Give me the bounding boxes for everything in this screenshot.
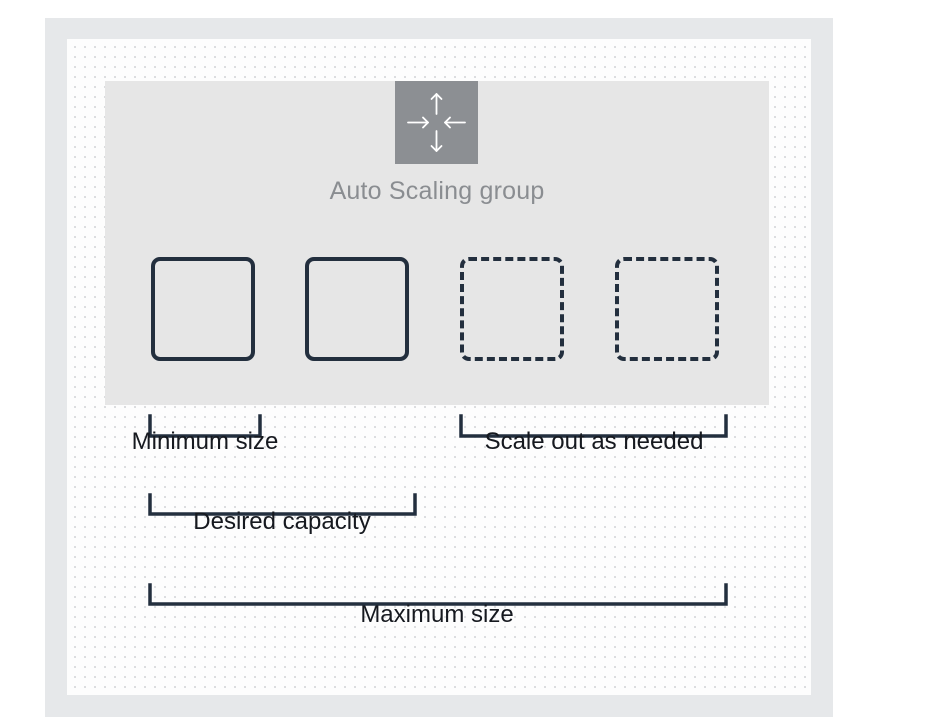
instance-box-2 (305, 257, 409, 361)
maximum-size-bracket (148, 583, 728, 606)
desired-capacity-label: Desired capacity (193, 508, 371, 535)
minimum-size-bracket (148, 414, 262, 438)
instance-box-4 (615, 257, 719, 361)
scale-out-bracket (459, 414, 728, 438)
desired-capacity-bracket (148, 493, 417, 516)
auto-scaling-group: Auto Scaling group (105, 81, 769, 405)
minimum-size-label: Minimum size (131, 428, 279, 455)
bracket-lines (148, 414, 728, 606)
maximum-size-label: Maximum size (360, 601, 514, 628)
auto-scaling-arrows-icon (395, 81, 478, 164)
diagram-frame: Auto Scaling group Minimum size Scale ou… (45, 18, 833, 717)
instance-box-3 (460, 257, 564, 361)
diagram-canvas: Auto Scaling group Minimum size Scale ou… (67, 39, 811, 695)
auto-scaling-group-label: Auto Scaling group (329, 177, 545, 205)
scale-out-label: Scale out as needed (484, 428, 704, 455)
instance-box-1 (151, 257, 255, 361)
